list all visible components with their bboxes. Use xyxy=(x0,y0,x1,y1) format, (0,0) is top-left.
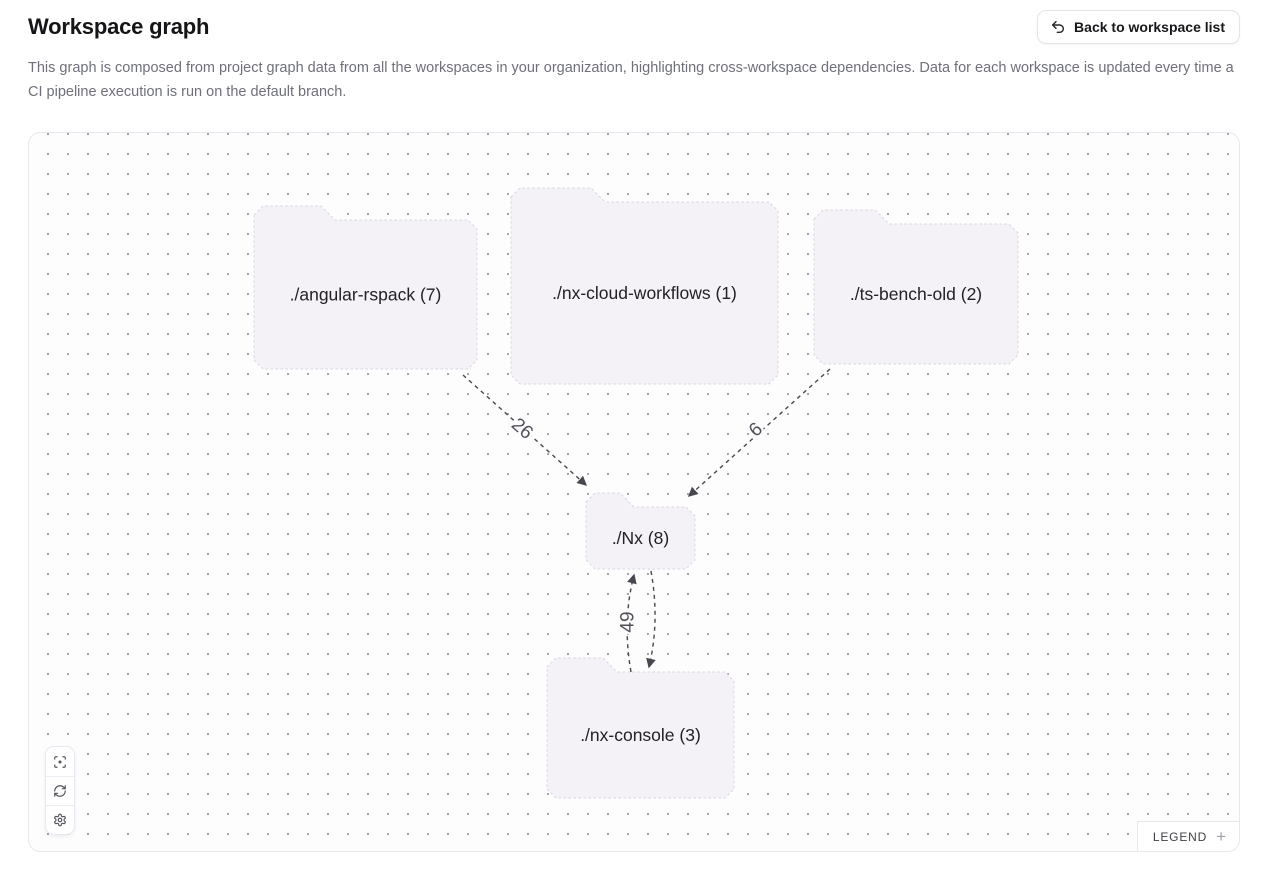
workspace-node-label: ./nx-cloud-workflows (1) xyxy=(552,283,737,303)
workspace-node-nx[interactable]: ./Nx (8) xyxy=(585,492,696,570)
edge-dependency-count-label: 6 xyxy=(745,419,767,442)
legend-toggle[interactable]: LEGEND + xyxy=(1136,821,1239,851)
workspace-node-label: ./angular-rspack (7) xyxy=(290,285,442,305)
focus-icon xyxy=(53,755,67,769)
workspace-node-label: ./Nx (8) xyxy=(612,528,669,548)
focus-fit-view-button[interactable] xyxy=(46,747,74,776)
legend-label: LEGEND xyxy=(1152,829,1208,844)
refresh-graph-button[interactable] xyxy=(46,776,74,805)
dependency-edge-angular-rspack-to-nx xyxy=(462,374,588,486)
workspace-node-ts-bench-old[interactable]: ./ts-bench-old (2) xyxy=(813,209,1019,365)
graph-toolbar xyxy=(45,746,75,835)
workspace-graph-panel: ./angular-rspack (7) ./nx-cloud-workflows… xyxy=(28,132,1240,852)
workspace-node-label: ./nx-console (3) xyxy=(580,725,701,745)
graph-canvas[interactable]: ./angular-rspack (7) ./nx-cloud-workflows… xyxy=(29,133,1239,851)
workspace-node-angular-rspack[interactable]: ./angular-rspack (7) xyxy=(253,205,478,370)
refresh-icon xyxy=(53,784,67,798)
page-header: Workspace graph Back to workspace list xyxy=(28,10,1240,44)
plus-icon: + xyxy=(1216,827,1226,846)
dependency-edge-nx-to-nx-console xyxy=(646,570,656,669)
dependency-edge-nx-console-to-nx xyxy=(626,573,637,673)
undo-arrow-icon xyxy=(1050,19,1066,35)
workspace-graph-page: Workspace graph Back to workspace list T… xyxy=(28,10,1240,852)
workspace-node-label: ./ts-bench-old (2) xyxy=(850,284,982,304)
back-to-workspace-list-button[interactable]: Back to workspace list xyxy=(1037,10,1240,44)
workspace-node-nx-console[interactable]: ./nx-console (3) xyxy=(546,657,735,799)
page-title: Workspace graph xyxy=(28,14,210,39)
settings-gear-icon xyxy=(53,813,67,827)
workspace-node-nx-cloud-workflows[interactable]: ./nx-cloud-workflows (1) xyxy=(510,187,779,385)
edge-dependency-count-label: 49 xyxy=(618,611,639,632)
graph-settings-button[interactable] xyxy=(46,805,74,834)
back-button-label: Back to workspace list xyxy=(1074,19,1225,35)
page-description: This graph is composed from project grap… xyxy=(28,60,1234,100)
